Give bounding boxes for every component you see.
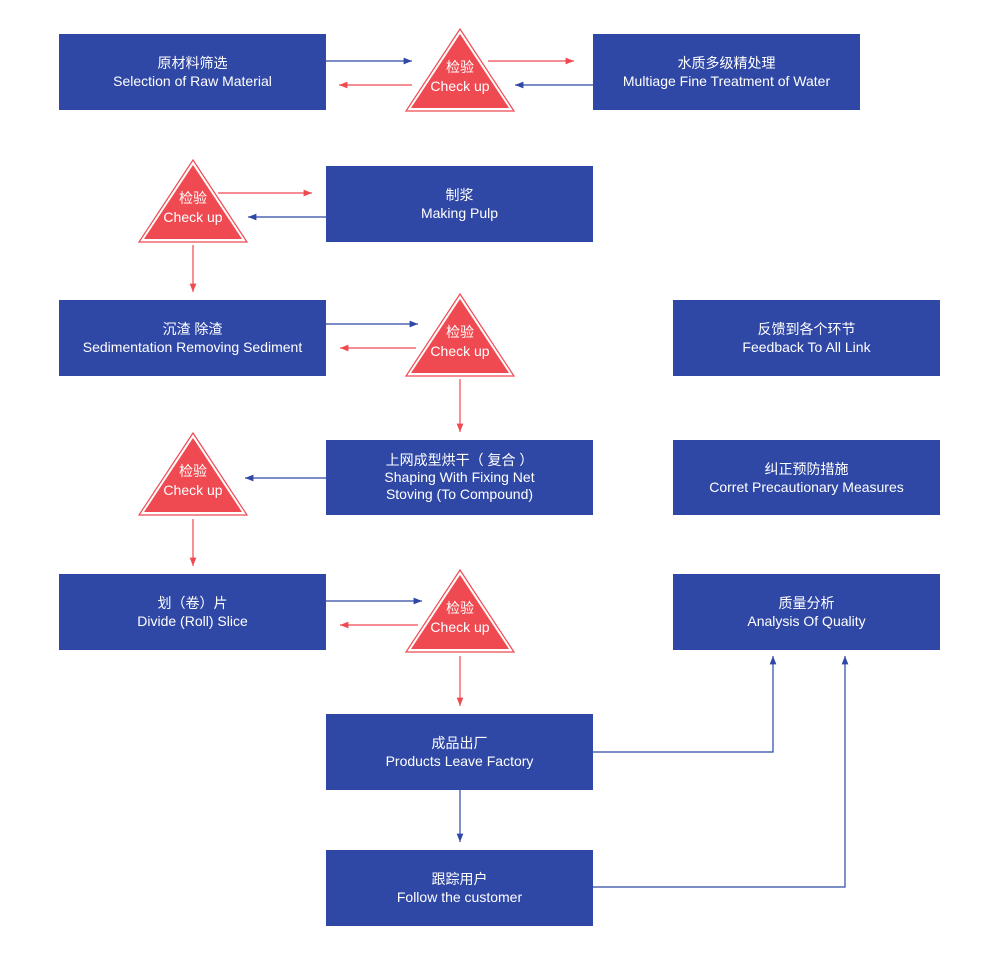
box-raw-material: 原材料筛选 Selection of Raw Material [59, 34, 326, 110]
box-slice-zh: 划（卷）片 [157, 595, 228, 611]
warning-triangle-icon [404, 568, 516, 653]
checkup-zh: 检验 [179, 463, 207, 479]
warning-triangle-icon [137, 158, 249, 243]
checkup-zh: 检验 [179, 190, 207, 206]
box-raw-material-zh: 原材料筛选 [157, 55, 228, 71]
box-follow-customer: 跟踪用户 Follow the customer [326, 850, 593, 926]
checkup-triangle: 检验 Check up [404, 27, 516, 113]
box-making-pulp: 制浆 Making Pulp [326, 166, 593, 242]
checkup-en: Check up [430, 619, 490, 635]
arrow-factory-to-quality [593, 656, 777, 753]
box-shaping-en-line2: Stoving (To Compound) [385, 486, 534, 502]
box-slice-en: Divide (Roll) Slice [137, 613, 248, 629]
box-feedback-en: Feedback To All Link [742, 339, 871, 355]
checkup-en: Check up [163, 482, 223, 498]
box-quality-analysis: 质量分析 Analysis Of Quality [673, 574, 940, 650]
arrow-follow-to-quality [593, 656, 849, 888]
checkup-triangle: 检验 Check up [404, 568, 516, 654]
box-making-pulp-zh: 制浆 [445, 187, 474, 203]
warning-triangle-icon [404, 27, 516, 112]
box-sediment-zh: 沉渣 除渣 [162, 321, 223, 337]
box-sediment: 沉渣 除渣 Sedimentation Removing Sediment [59, 300, 326, 376]
warning-triangle-icon [404, 292, 516, 377]
box-correct-measures: 纠正预防措施 Corret Precautionary Measures [673, 440, 940, 515]
box-feedback: 反馈到各个环节 Feedback To All Link [673, 300, 940, 376]
box-sediment-en: Sedimentation Removing Sediment [82, 339, 303, 355]
box-quality-analysis-en: Analysis Of Quality [747, 613, 866, 629]
checkup-en: Check up [163, 209, 223, 225]
checkup-triangle: 检验 Check up [404, 292, 516, 378]
box-quality-analysis-zh: 质量分析 [778, 595, 835, 611]
checkup-en: Check up [430, 78, 490, 94]
box-slice: 划（卷）片 Divide (Roll) Slice [59, 574, 326, 650]
checkup-triangle: 检验 Check up [137, 158, 249, 244]
box-shaping-en-line1: Shaping With Fixing Net [384, 469, 535, 485]
box-leave-factory-zh: 成品出厂 [431, 735, 488, 751]
checkup-zh: 检验 [446, 59, 474, 75]
box-correct-measures-en: Corret Precautionary Measures [709, 478, 904, 495]
box-follow-customer-zh: 跟踪用户 [431, 871, 488, 887]
checkup-zh: 检验 [446, 600, 474, 616]
box-leave-factory: 成品出厂 Products Leave Factory [326, 714, 593, 790]
box-water-treatment: 水质多级精处理 Multiage Fine Treatment of Water [593, 34, 860, 110]
box-leave-factory-en: Products Leave Factory [385, 753, 534, 769]
box-making-pulp-en: Making Pulp [420, 205, 499, 221]
checkup-zh: 检验 [446, 324, 474, 340]
warning-triangle-icon [137, 431, 249, 516]
box-water-treatment-zh: 水质多级精处理 [677, 55, 776, 71]
box-follow-customer-en: Follow the customer [396, 889, 523, 905]
box-raw-material-en: Selection of Raw Material [113, 73, 272, 89]
box-water-treatment-en: Multiage Fine Treatment of Water [622, 73, 831, 89]
box-correct-measures-zh: 纠正预防措施 [764, 460, 849, 477]
box-feedback-zh: 反馈到各个环节 [757, 321, 856, 337]
checkup-triangle: 检验 Check up [137, 431, 249, 517]
checkup-en: Check up [430, 343, 490, 359]
box-shaping-zh: 上网成型烘干（ 复合 ） [385, 452, 534, 468]
box-shaping: 上网成型烘干（ 复合 ） Shaping With Fixing Net Sto… [326, 440, 593, 515]
